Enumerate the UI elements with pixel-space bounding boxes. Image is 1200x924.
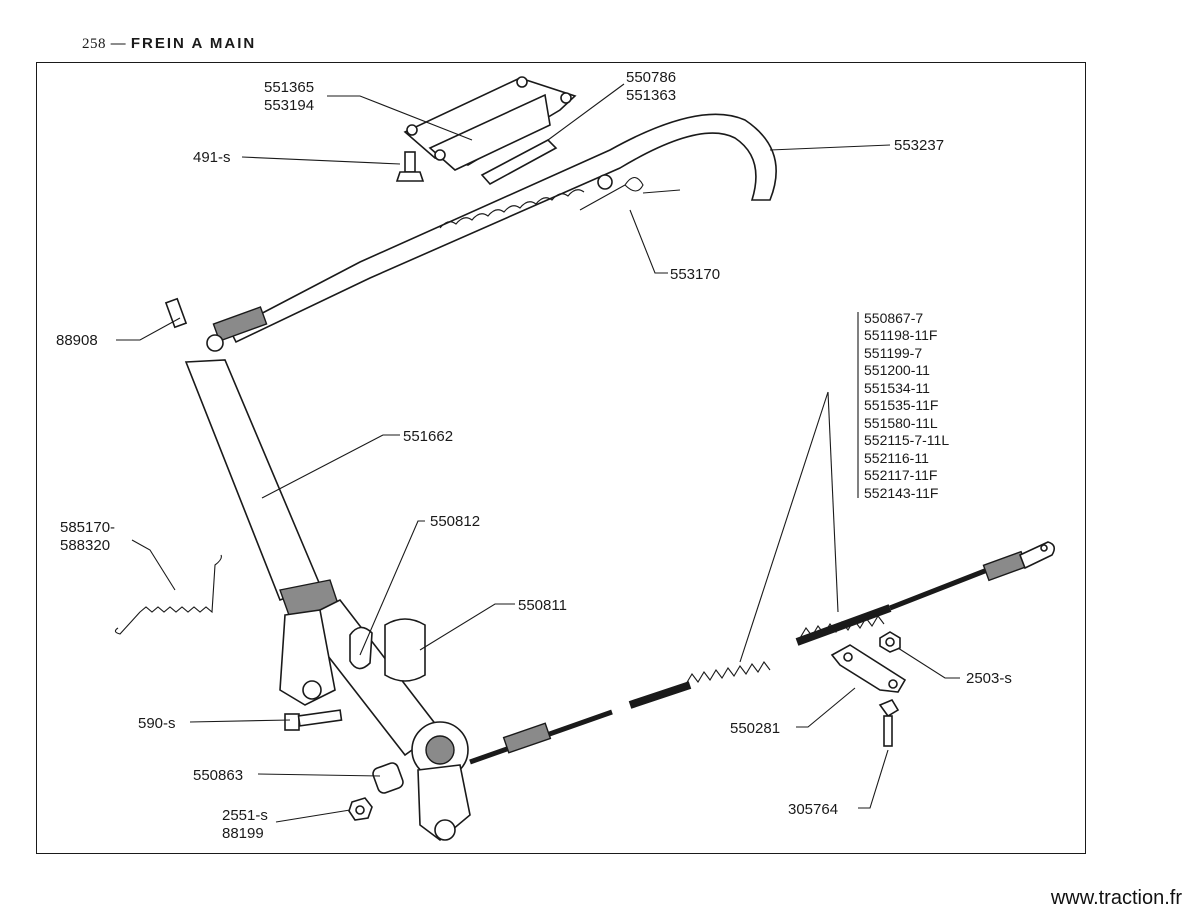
cable-ref: 551199-7 <box>864 345 922 361</box>
cable-ref: 550867-7 <box>864 310 923 326</box>
cable-ref: 551535-11F <box>864 397 938 413</box>
label-88199: 88199 <box>222 825 264 842</box>
label-88908: 88908 <box>56 332 98 349</box>
label-2551-s: 2551-s <box>222 807 268 824</box>
stud-305764-part <box>878 698 900 747</box>
bracket-part <box>403 76 577 171</box>
clevis-pin-part <box>164 297 268 352</box>
label-550863: 550863 <box>193 767 243 784</box>
label-590-s: 590-s <box>138 715 176 732</box>
label-2503-s: 2503-s <box>966 670 1012 687</box>
header-separator: — <box>110 35 127 52</box>
label-551363: 551363 <box>626 87 676 104</box>
page-title: FREIN A MAIN <box>130 35 257 52</box>
cable-ref: 552116-11 <box>864 450 929 466</box>
cable-bracket-part <box>830 644 907 693</box>
label-550786: 550786 <box>626 69 676 86</box>
nut-2551-part <box>348 797 373 821</box>
page-header: 258 — FREIN A MAIN <box>82 35 256 53</box>
plate-part <box>480 139 558 186</box>
cable-ref: 552143-11F <box>864 485 938 501</box>
site-url: www.traction.fr <box>1050 887 1182 909</box>
cable-ref: 551534-11 <box>864 380 930 396</box>
cable-ref: 551200-11 <box>864 362 930 378</box>
diagram-frame <box>36 62 1086 854</box>
label-550811: 550811 <box>518 597 567 614</box>
lever-tube-part <box>184 359 471 842</box>
leader-lines <box>116 83 960 823</box>
page-number: 258 <box>82 36 106 52</box>
cable-ref: 552117-11F <box>864 467 937 483</box>
nut-2503-part <box>879 631 901 653</box>
label-553170: 553170 <box>670 266 720 283</box>
label-491-s: 491-s <box>193 149 231 166</box>
pin-550863-part <box>372 762 404 794</box>
label-305764: 305764 <box>788 801 838 818</box>
label-551662: 551662 <box>403 428 453 445</box>
cable-assembly-part <box>469 541 1056 765</box>
label-585170: 585170- <box>60 519 115 536</box>
label-588320: 588320 <box>60 537 110 554</box>
bolt-590-part <box>284 709 343 731</box>
ratchet-rod-part <box>228 113 777 344</box>
cable-reference-list: 550867-7 551198-11F 551199-7 551200-11 5… <box>864 310 949 501</box>
label-550812: 550812 <box>430 513 480 530</box>
cable-ref: 551198-11F <box>864 327 937 343</box>
label-551365: 551365 <box>264 79 314 96</box>
cable-ref: 551580-11L <box>864 415 938 431</box>
bolt-491-part <box>395 151 425 182</box>
label-553237: 553237 <box>894 137 944 154</box>
clip-part <box>349 618 426 682</box>
tension-spring-part <box>114 554 222 635</box>
label-550281: 550281 <box>730 720 780 737</box>
spring-553170-part <box>579 174 681 211</box>
cable-ref: 552115-7-11L <box>864 432 949 448</box>
label-553194: 553194 <box>264 97 314 114</box>
